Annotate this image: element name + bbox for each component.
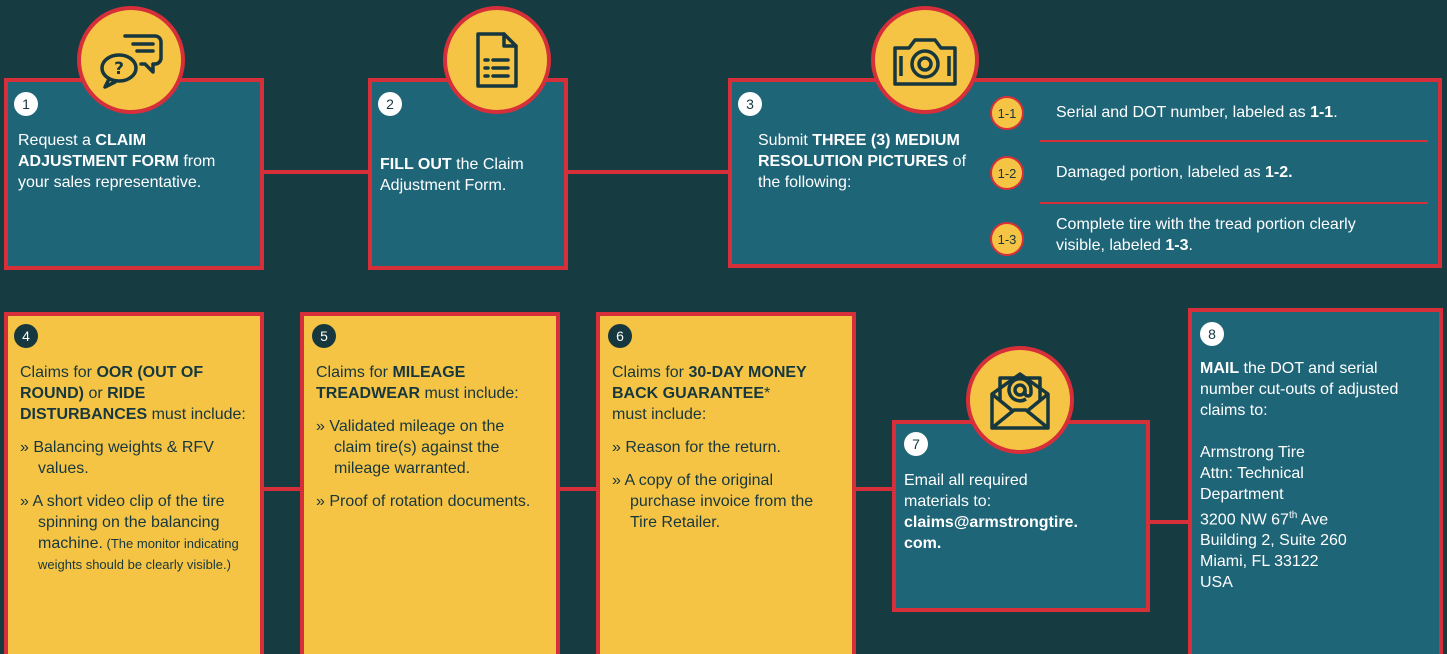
picture-item-1-text: Serial and DOT number, labeled as 1-1. [1056,104,1338,121]
step-4-heading: Claims for OOR (OUT OF ROUND) or RIDE DI… [20,364,246,423]
step-6-text: Claims for 30-DAY MONEY BACK GUARANTEE*m… [612,362,842,545]
step-4-bullet-1: » Balancing weights & RFV values. [20,439,214,477]
step-5-text: Claims for MILEAGE TREADWEAR must includ… [316,362,536,524]
step-7-text: Email all required materials to: claims@… [904,470,1144,554]
step-8-number: 8 [1200,322,1224,346]
step-4-text: Claims for OOR (OUT OF ROUND) or RIDE DI… [20,362,250,587]
mailing-address: Armstrong Tire Attn: Technical Departmen… [1200,444,1347,592]
step-4-bullet-2: » A short video clip of the tire spinnin… [20,493,239,572]
picture-item-2-badge: 1-2 [990,156,1024,190]
connector-2-3 [564,170,732,174]
picture-item-3-badge: 1-3 [990,222,1024,256]
step-8-text: MAIL the DOT and serial number cut-outs … [1200,358,1430,593]
step-5-bullet-1: » Validated mileage on the claim tire(s)… [316,418,505,477]
picture-separator-1 [1040,140,1428,142]
step-8-heading: MAIL the DOT and serial number cut-outs … [1200,360,1399,419]
claims-email-link[interactable]: claims@armstrongtire.com. [904,514,1078,552]
email-at-icon [966,346,1074,454]
step-7-number: 7 [904,432,928,456]
step-6-bullet-2: » A copy of the original purchase invoic… [612,472,814,531]
connector-1-2 [260,170,372,174]
picture-item-3-text: Complete tire with the tread portion cle… [1056,216,1356,254]
step-6-heading: Claims for 30-DAY MONEY BACK GUARANTEE*m… [612,364,807,423]
step-6-box: 6 Claims for 30-DAY MONEY BACK GUARANTEE… [596,312,856,654]
step-2-box: 2 FILL OUT the Claim Adjustment Form. [368,78,568,270]
step-4-box: 4 Claims for OOR (OUT OF ROUND) or RIDE … [4,312,264,654]
chat-question-icon: ? [77,6,185,114]
step-1-text: Request a CLAIM ADJUSTMENT FORM from you… [18,132,216,191]
step-3-number: 3 [738,92,762,116]
camera-icon [871,6,979,114]
step-2-number: 2 [378,92,402,116]
step-5-bullet-2: » Proof of rotation documents. [316,493,531,510]
step-4-number: 4 [14,324,38,348]
picture-item-2-text: Damaged portion, labeled as 1-2. [1056,164,1293,181]
step-3-box: 3 Submit THREE (3) MEDIUM RESOLUTION PIC… [728,78,1442,268]
step-6-number: 6 [608,324,632,348]
step-5-box: 5 Claims for MILEAGE TREADWEAR must incl… [300,312,560,654]
connector-5-6 [556,487,600,491]
svg-text:?: ? [114,59,124,79]
step-5-heading: Claims for MILEAGE TREADWEAR must includ… [316,364,519,402]
connector-6-7 [852,487,896,491]
step-5-number: 5 [312,324,336,348]
step-3-text: Submit THREE (3) MEDIUM RESOLUTION PICTU… [758,132,967,191]
step-8-box: 8 MAIL the DOT and serial number cut-out… [1188,308,1443,654]
picture-separator-2 [1040,202,1428,204]
picture-item-1-badge: 1-1 [990,96,1024,130]
picture-item-3: 1-3 Complete tire with the tread portion… [990,214,1436,262]
document-list-icon [443,6,551,114]
step-6-bullet-1: » Reason for the return. [612,439,781,456]
picture-item-1: 1-1 Serial and DOT number, labeled as 1-… [990,94,1436,138]
picture-item-2: 1-2 Damaged portion, labeled as 1-2. [990,154,1436,198]
connector-4-5 [260,487,304,491]
step-1-number: 1 [14,92,38,116]
connector-7-8 [1146,520,1192,524]
step-2-text: FILL OUT the Claim Adjustment Form. [380,156,524,194]
